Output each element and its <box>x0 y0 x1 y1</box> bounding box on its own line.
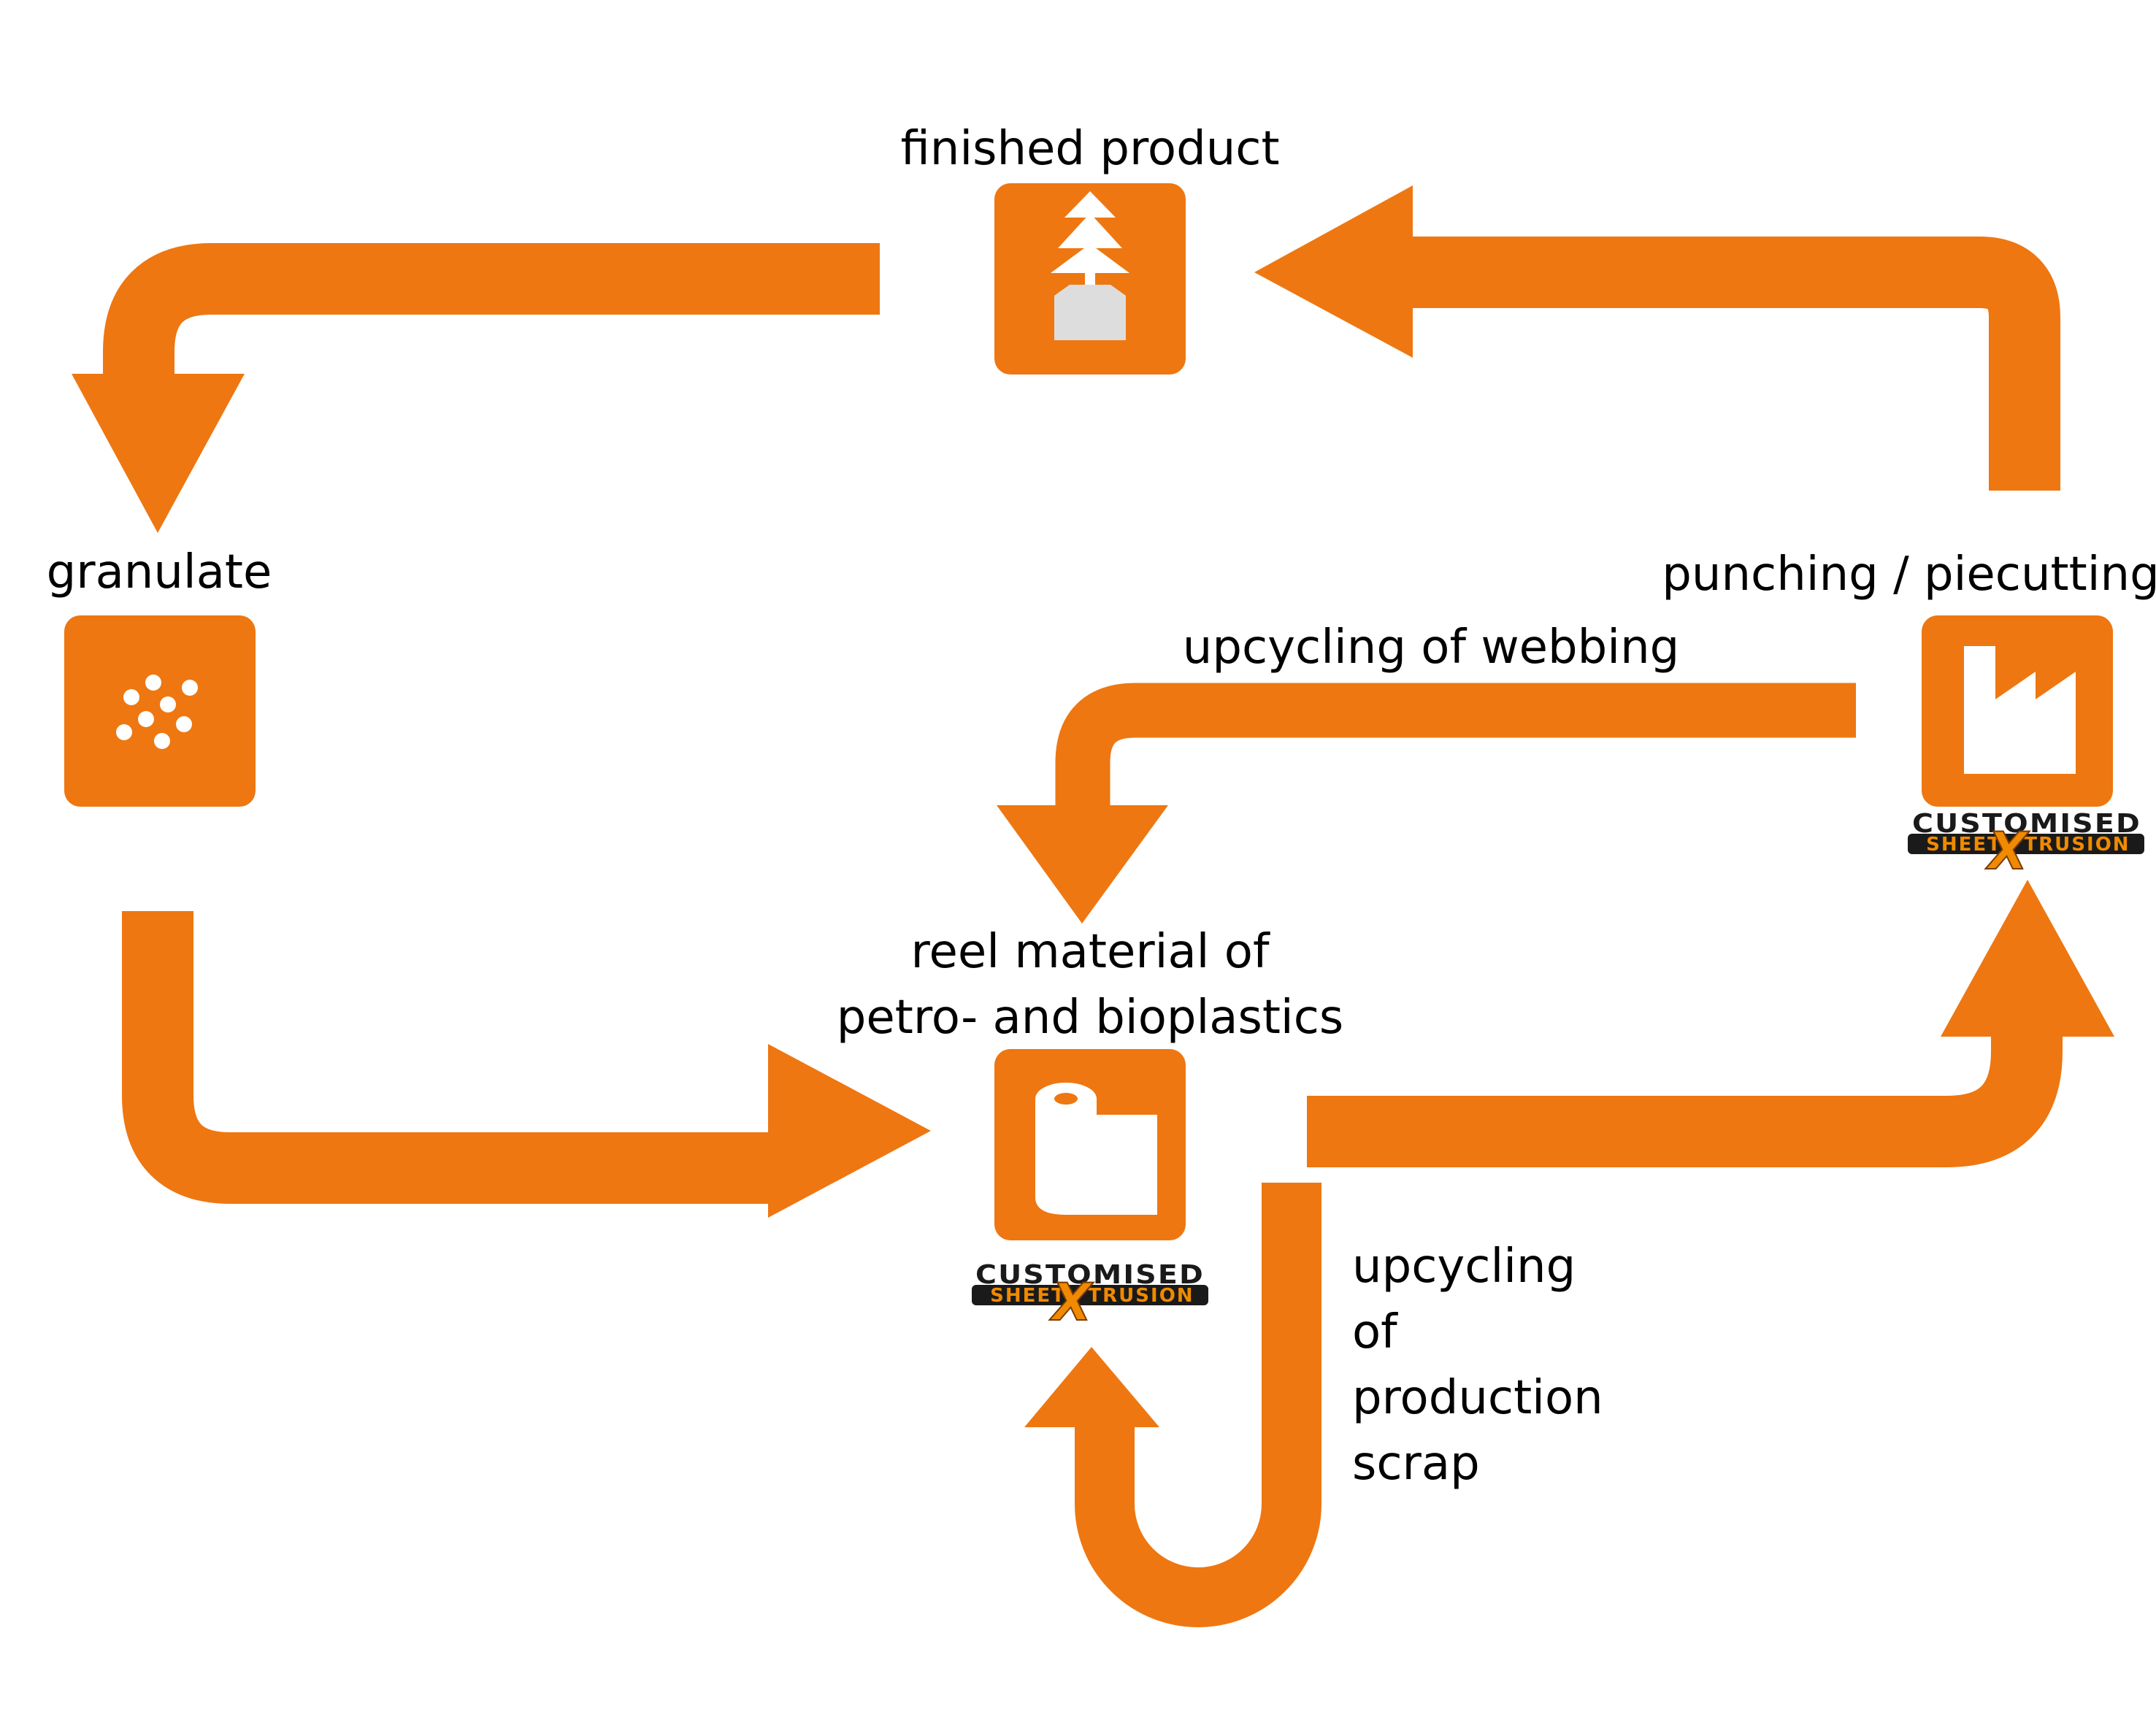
logo-line2b: TRUSION <box>2024 834 2130 856</box>
arrow-scrap-upcycling <box>1075 1183 1321 1627</box>
arrowhead-to-punching <box>1941 880 2114 1037</box>
logo-mark: X <box>1985 821 2030 881</box>
logo-mark: X <box>1049 1272 1094 1332</box>
granules-icon <box>64 615 256 807</box>
label-webbing-upcycling: upcycling of webbing <box>1182 621 1680 675</box>
arrow-webbing-upcycling <box>1055 683 1856 810</box>
arrowhead-scrap <box>1024 1347 1159 1427</box>
label-granulate: granulate <box>46 545 272 599</box>
logo-line2a: SHEET <box>990 1285 1066 1307</box>
customised-sheet-xtrusion-logo: CUSTOMISED SHEET TRUSION X <box>1908 809 2144 882</box>
arrowhead-webbing <box>997 805 1168 923</box>
label-reel-line2: petro- and bioplastics <box>836 991 1344 1045</box>
arrowhead-to-reel <box>768 1044 931 1218</box>
label-scrap-line: production <box>1352 1371 1603 1425</box>
arrow-product-to-granulate <box>103 243 880 388</box>
logos-layer: CUSTOMISED SHEET TRUSION X CUSTOMISED SH… <box>972 809 2144 1333</box>
paper-roll-icon <box>994 1049 1186 1240</box>
arrows-layer <box>72 185 2114 1627</box>
logo-line2b: TRUSION <box>1088 1285 1194 1307</box>
customised-sheet-xtrusion-logo: CUSTOMISED SHEET TRUSION X <box>972 1260 1208 1333</box>
logo-line2a: SHEET <box>1926 834 2002 856</box>
label-punching: punching / piecutting <box>1662 548 2156 602</box>
factory-icon <box>1922 615 2113 807</box>
arrow-granulate-to-reel <box>122 911 774 1204</box>
icons-layer <box>64 183 2113 1240</box>
label-scrap-line: upcycling <box>1352 1240 1576 1294</box>
arrow-punching-to-product <box>1402 237 2060 491</box>
arrow-reel-to-punching <box>1307 1015 2063 1167</box>
tree-in-box-icon <box>994 183 1186 375</box>
arrowhead-to-granulate <box>72 374 245 533</box>
label-scrap-line: of <box>1352 1305 1397 1359</box>
label-scrap-line: scrap <box>1352 1437 1480 1491</box>
arrowhead-to-product <box>1254 185 1413 358</box>
label-finished-product: finished product <box>900 122 1280 176</box>
label-reel-line1: reel material of <box>910 925 1270 979</box>
label-scrap-upcycling: upcycling of production scrap <box>1352 1234 1603 1497</box>
